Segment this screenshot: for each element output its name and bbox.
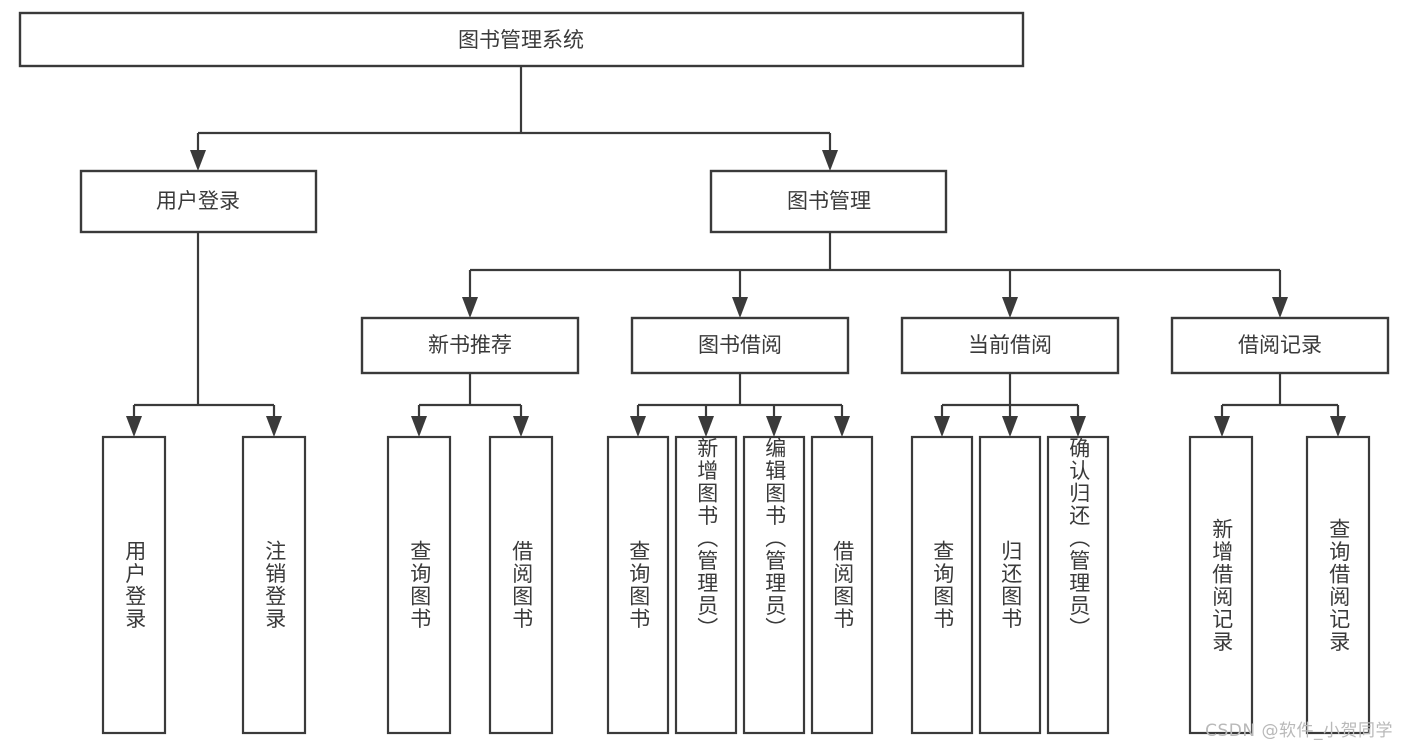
leaf-box[interactable] xyxy=(674,435,738,735)
node-book-management-label: 图书管理 xyxy=(787,189,871,213)
leaf-box[interactable] xyxy=(810,435,874,735)
connector-userlogin-to-leaves xyxy=(126,232,282,437)
leaf-boxes-book-borrow xyxy=(606,435,874,735)
leaf-box[interactable] xyxy=(742,435,806,735)
leaf-box[interactable] xyxy=(978,435,1042,735)
node-borrow-record[interactable]: 借阅记录 xyxy=(1170,316,1390,375)
watermark: CSDN @软件_小贺同学 xyxy=(1205,721,1393,741)
leaf-box[interactable] xyxy=(101,435,167,735)
leaf-box[interactable] xyxy=(606,435,670,735)
connector-bookborrow-to-leaves xyxy=(630,373,850,437)
node-user-login-label: 用户登录 xyxy=(156,189,240,213)
leaf-box[interactable] xyxy=(386,435,452,735)
leaf-box[interactable] xyxy=(241,435,307,735)
node-current-borrow-label: 当前借阅 xyxy=(968,333,1052,357)
leaf-box[interactable] xyxy=(1046,435,1110,735)
leaf-boxes-new-book-recommend xyxy=(386,435,554,735)
leaf-boxes-user-login xyxy=(101,435,307,735)
node-new-book-recommend-label: 新书推荐 xyxy=(428,333,512,357)
leaf-box[interactable] xyxy=(1188,435,1254,735)
connector-root-to-level2 xyxy=(190,66,838,171)
node-book-management[interactable]: 图书管理 xyxy=(709,169,948,234)
connector-currentborrow-to-leaves xyxy=(934,373,1086,437)
leaf-boxes-borrow-record xyxy=(1188,435,1371,735)
leaf-box[interactable] xyxy=(488,435,554,735)
node-book-borrow[interactable]: 图书借阅 xyxy=(630,316,850,375)
node-book-borrow-label: 图书借阅 xyxy=(698,333,782,357)
node-current-borrow[interactable]: 当前借阅 xyxy=(900,316,1120,375)
leaf-box[interactable] xyxy=(1305,435,1371,735)
node-borrow-record-label: 借阅记录 xyxy=(1238,333,1322,357)
node-root-label: 图书管理系统 xyxy=(458,28,584,52)
connector-bookmgmt-to-level3 xyxy=(462,232,1288,318)
node-user-login[interactable]: 用户登录 xyxy=(79,169,318,234)
connector-newbook-to-leaves xyxy=(411,373,529,437)
leaf-box[interactable] xyxy=(910,435,974,735)
connector-borrowrecord-to-leaves xyxy=(1214,373,1346,437)
leaf-boxes-current-borrow xyxy=(910,435,1110,735)
node-root-book-management-system[interactable]: 图书管理系统 xyxy=(18,11,1025,68)
node-new-book-recommend[interactable]: 新书推荐 xyxy=(360,316,580,375)
